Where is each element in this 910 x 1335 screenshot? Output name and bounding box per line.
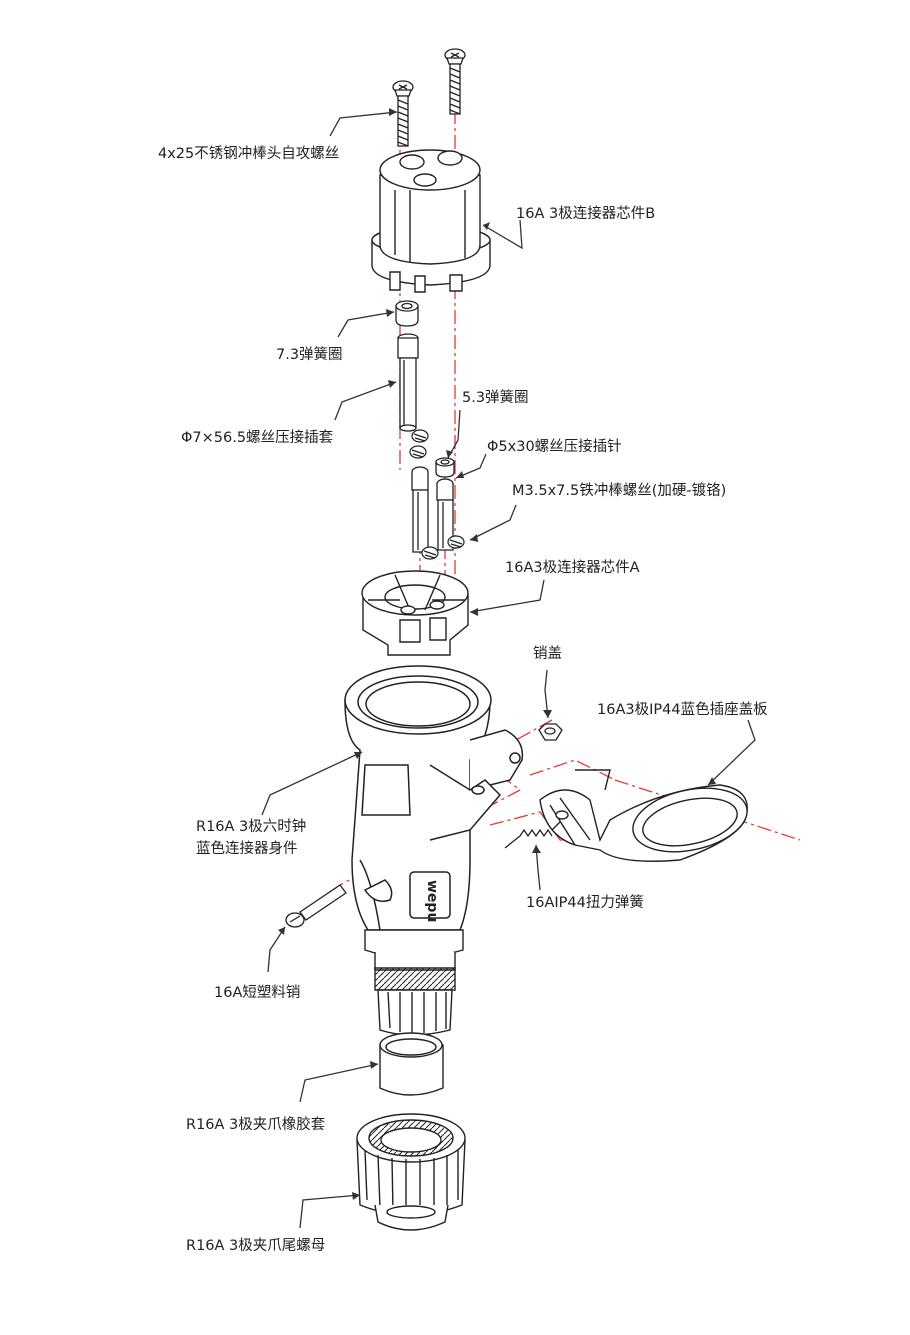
connector-core-b xyxy=(372,150,490,292)
label-m35-screw: M3.5x7.5铁冲棒螺丝(加硬-镀铬) xyxy=(512,483,727,499)
crimp-pins xyxy=(412,467,453,552)
leader-lines xyxy=(261,111,756,1229)
label-cover-plate: 16A3极IP44蓝色插座盖板 xyxy=(597,702,768,718)
set-screws-upper xyxy=(410,430,428,458)
leader-arrowheads xyxy=(278,108,716,1200)
label-core-b: 16A 3极连接器芯件B xyxy=(516,206,656,222)
label-spring-ring-7-3: 7.3弹簧圈 xyxy=(276,347,343,363)
clamp-tail-nut xyxy=(357,1114,465,1230)
short-plastic-pin xyxy=(286,885,346,927)
label-plastic-pin: 16A短塑料销 xyxy=(214,985,301,1001)
torsion-spring xyxy=(505,822,560,848)
body-print: wepu xyxy=(424,880,440,922)
clamp-rubber-sleeve xyxy=(380,1033,443,1095)
self-tapping-screw-right xyxy=(445,49,465,114)
label-spring-ring-5-3: 5.3弹簧圈 xyxy=(462,390,529,406)
label-torsion-spring: 16AIP44扭力弹簧 xyxy=(526,895,644,911)
ip44-cover-plate xyxy=(540,770,753,861)
set-screws-lower xyxy=(422,536,464,559)
label-tail-nut: R16A 3极夹爪尾螺母 xyxy=(186,1238,326,1254)
label-self-tapping-screw: 4x25不锈钢冲棒头自攻螺丝 xyxy=(158,146,340,162)
label-connector-body: R16A 3极六时钟 蓝色连接器身件 xyxy=(196,816,306,860)
connector-body xyxy=(345,666,522,930)
label-core-a: 16A3极连接器芯件A xyxy=(505,560,640,576)
label-pin-cap: 销盖 xyxy=(533,646,562,662)
label-crimp-pin: Φ5x30螺丝压接插针 xyxy=(487,439,622,455)
label-crimp-sleeve: Φ7×56.5螺丝压接插套 xyxy=(181,430,334,446)
spring-ring-5-3 xyxy=(436,458,454,477)
label-connector-body-line1: R16A 3极六时钟 xyxy=(196,819,307,835)
self-tapping-screw-left xyxy=(393,81,413,146)
spring-ring-7-3 xyxy=(396,301,418,326)
label-rubber-sleeve: R16A 3极夹爪橡胶套 xyxy=(186,1117,326,1133)
body-thread-section xyxy=(365,930,463,1035)
crimp-sleeve xyxy=(398,334,418,431)
label-connector-body-line2: 蓝色连接器身件 xyxy=(196,841,298,857)
pin-cap xyxy=(539,724,562,740)
connector-core-a xyxy=(362,571,468,655)
